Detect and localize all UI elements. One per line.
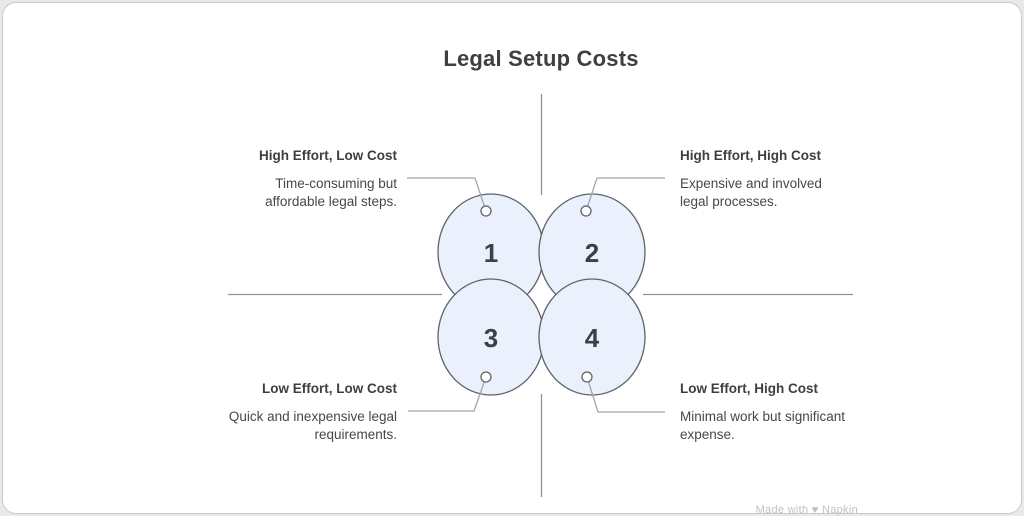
quadrant-description-4: Minimal work but significant expense. (680, 409, 846, 442)
page-title: Legal Setup Costs (443, 46, 639, 71)
quadrant-label-top-left: High Effort, Low Cost Time-consuming but… (227, 147, 397, 210)
quadrant-heading-2: High Effort, High Cost (680, 148, 821, 163)
quadrant-description-1: Time-consuming but affordable legal step… (265, 176, 397, 209)
connector-line-3 (408, 376, 487, 412)
quadrant-label-top-right: High Effort, High Cost Expensive and inv… (680, 147, 852, 210)
watermark-text: Made with ♥ Napkin (755, 504, 858, 516)
connector-dot-2 (580, 205, 592, 217)
quadrant-heading-1: High Effort, Low Cost (259, 148, 397, 163)
quadrant-label-bottom-right: Low Effort, High Cost Minimal work but s… (680, 380, 852, 443)
quadrant-description-2: Expensive and involved legal processes. (680, 176, 822, 209)
connector-dot-3 (480, 371, 492, 383)
connector-dot-4 (581, 371, 593, 383)
quadrant-heading-3: Low Effort, Low Cost (262, 381, 397, 396)
connector-line-1 (407, 177, 487, 212)
quadrant-number-3: 3 (484, 323, 498, 353)
connector-line-4 (586, 376, 665, 413)
quadrant-heading-4: Low Effort, High Cost (680, 381, 818, 396)
quadrant-description-3: Quick and inexpensive legal requirements… (228, 409, 397, 442)
quadrant-number-2: 2 (585, 238, 599, 268)
quadrant-number-1: 1 (484, 238, 498, 268)
quadrant-label-bottom-left: Low Effort, Low Cost Quick and inexpensi… (227, 380, 397, 443)
quadrant-number-4: 4 (585, 323, 600, 353)
connector-line-2 (585, 177, 665, 212)
connector-dot-1 (480, 205, 492, 217)
